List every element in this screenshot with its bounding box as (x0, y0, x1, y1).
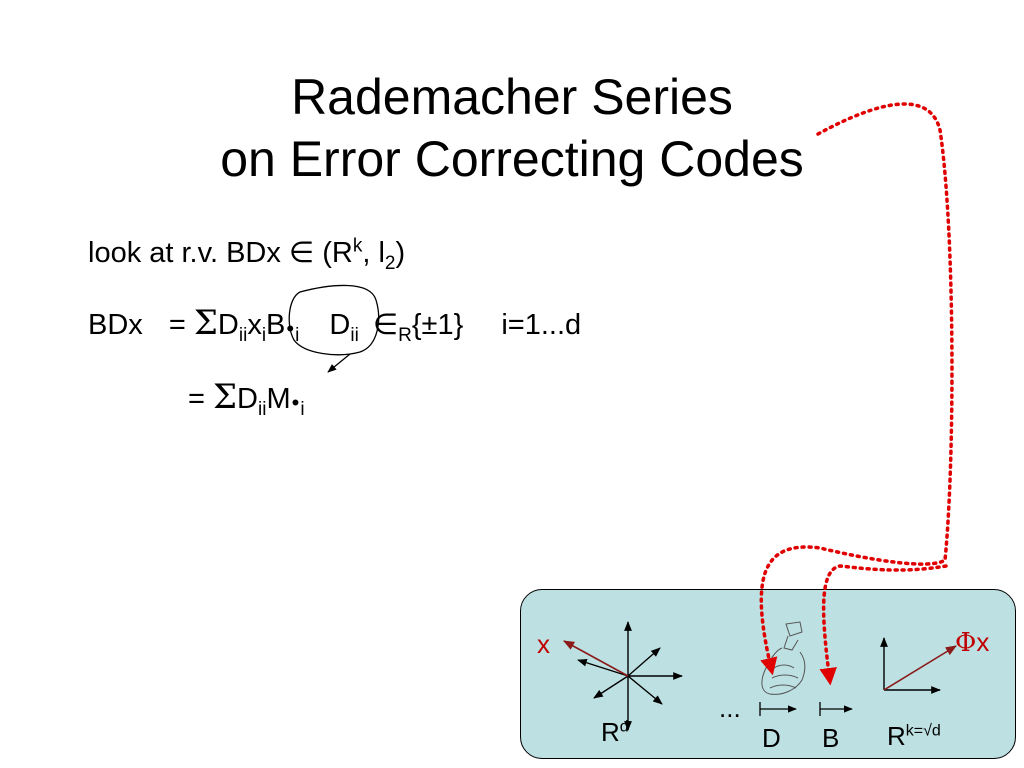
rk-base: R (887, 721, 906, 751)
k-superscript: k (352, 235, 363, 257)
rd-base: R (601, 717, 620, 747)
phi-x-label: Φx (955, 628, 989, 657)
d-map-arrow (759, 702, 797, 716)
phi-x-vector-arrow (883, 645, 957, 691)
i-subscript-3: i (300, 398, 305, 420)
rk-superscript: k=√d (905, 722, 941, 740)
i-subscript: i (261, 324, 267, 346)
rk-axes (880, 637, 941, 694)
i-subscript-2: i (295, 324, 300, 346)
element-of-symbol-2: ∈ (372, 309, 399, 341)
phi-symbol: Φ (955, 628, 977, 658)
sigma-symbol: Σ (193, 303, 218, 343)
x-term: x (247, 309, 262, 341)
random-variable-line: look at r.v. BDx ∈ (Rk, l2) (88, 235, 406, 272)
rv-prefix: look at r.v. BDx (88, 237, 289, 269)
ii-subscript-2: ii (350, 324, 359, 346)
column-dot-2: • (291, 390, 300, 415)
norm-label: , l (362, 237, 385, 269)
slide-title: Rademacher Series on Error Correcting Co… (0, 66, 1024, 190)
space-close: ) (395, 237, 406, 269)
sign-set: {±1} (411, 309, 464, 341)
element-of-symbol: ∈ (288, 237, 315, 269)
sigma-symbol-2: Σ (213, 377, 238, 417)
b-map-arrow (819, 702, 853, 716)
rk-space-label: Rk=√d (887, 722, 941, 750)
ii-subscript-3: ii (258, 398, 267, 420)
x-vector-label: x (537, 629, 550, 659)
b-term: B (266, 309, 286, 341)
m-term: M (266, 383, 291, 415)
equation-line-1: BDx = ΣDiixiB•i Dii ∈R{±1} i=1...d (88, 306, 581, 346)
ellipsis: ... (719, 693, 741, 723)
eq-equals: = (168, 309, 186, 341)
rd-vector-star (577, 621, 683, 731)
d-map-label: D (762, 723, 781, 753)
space-open: (R (314, 237, 353, 269)
d-term: D (217, 309, 239, 341)
dotted-arrow-to-b (819, 564, 948, 686)
b-map-label: B (822, 723, 840, 753)
dotted-arrow-to-d (759, 102, 954, 676)
index-range: i=1...d (501, 309, 582, 341)
eq2-equals: = (188, 383, 205, 415)
title-line-1: Rademacher Series (291, 69, 733, 125)
random-subscript: R (398, 324, 412, 346)
two-subscript: 2 (384, 252, 396, 274)
handdrawn-circle (288, 284, 380, 356)
phi-x-var: x (976, 627, 990, 657)
x-vector-arrow (563, 640, 629, 677)
d-term-2: D (237, 383, 258, 415)
equation-line-2: = ΣDiiM•i (188, 380, 305, 420)
eq-lhs: BDx (88, 309, 143, 341)
ii-subscript: ii (238, 324, 248, 346)
title-line-2: on Error Correcting Codes (220, 131, 804, 187)
d-diag-term: D (329, 309, 351, 341)
circle-pointer-arrow (327, 353, 351, 373)
